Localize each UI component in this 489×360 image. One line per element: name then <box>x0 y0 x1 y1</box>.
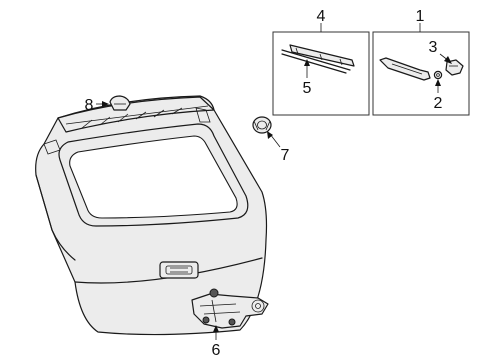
callout-7: 7 <box>281 147 290 164</box>
pivot-cap-part <box>109 95 131 111</box>
wiper-arm-box <box>372 31 470 116</box>
grommet-part <box>252 116 272 134</box>
wiper-blade-box <box>272 31 370 116</box>
callout-2: 2 <box>434 95 443 112</box>
callout-4: 4 <box>317 8 326 25</box>
callout-8: 8 <box>85 97 94 114</box>
callout-3: 3 <box>429 39 438 56</box>
arm-cap-part <box>445 59 464 76</box>
wiper-arm-part <box>379 57 431 81</box>
callout-5: 5 <box>303 80 312 97</box>
callout-1: 1 <box>416 8 425 25</box>
liftgate-panel <box>35 95 268 336</box>
callout-6: 6 <box>212 342 221 359</box>
wiper-blade-part <box>281 44 355 74</box>
nut-part <box>433 70 443 80</box>
wiper-motor-part <box>191 288 269 329</box>
